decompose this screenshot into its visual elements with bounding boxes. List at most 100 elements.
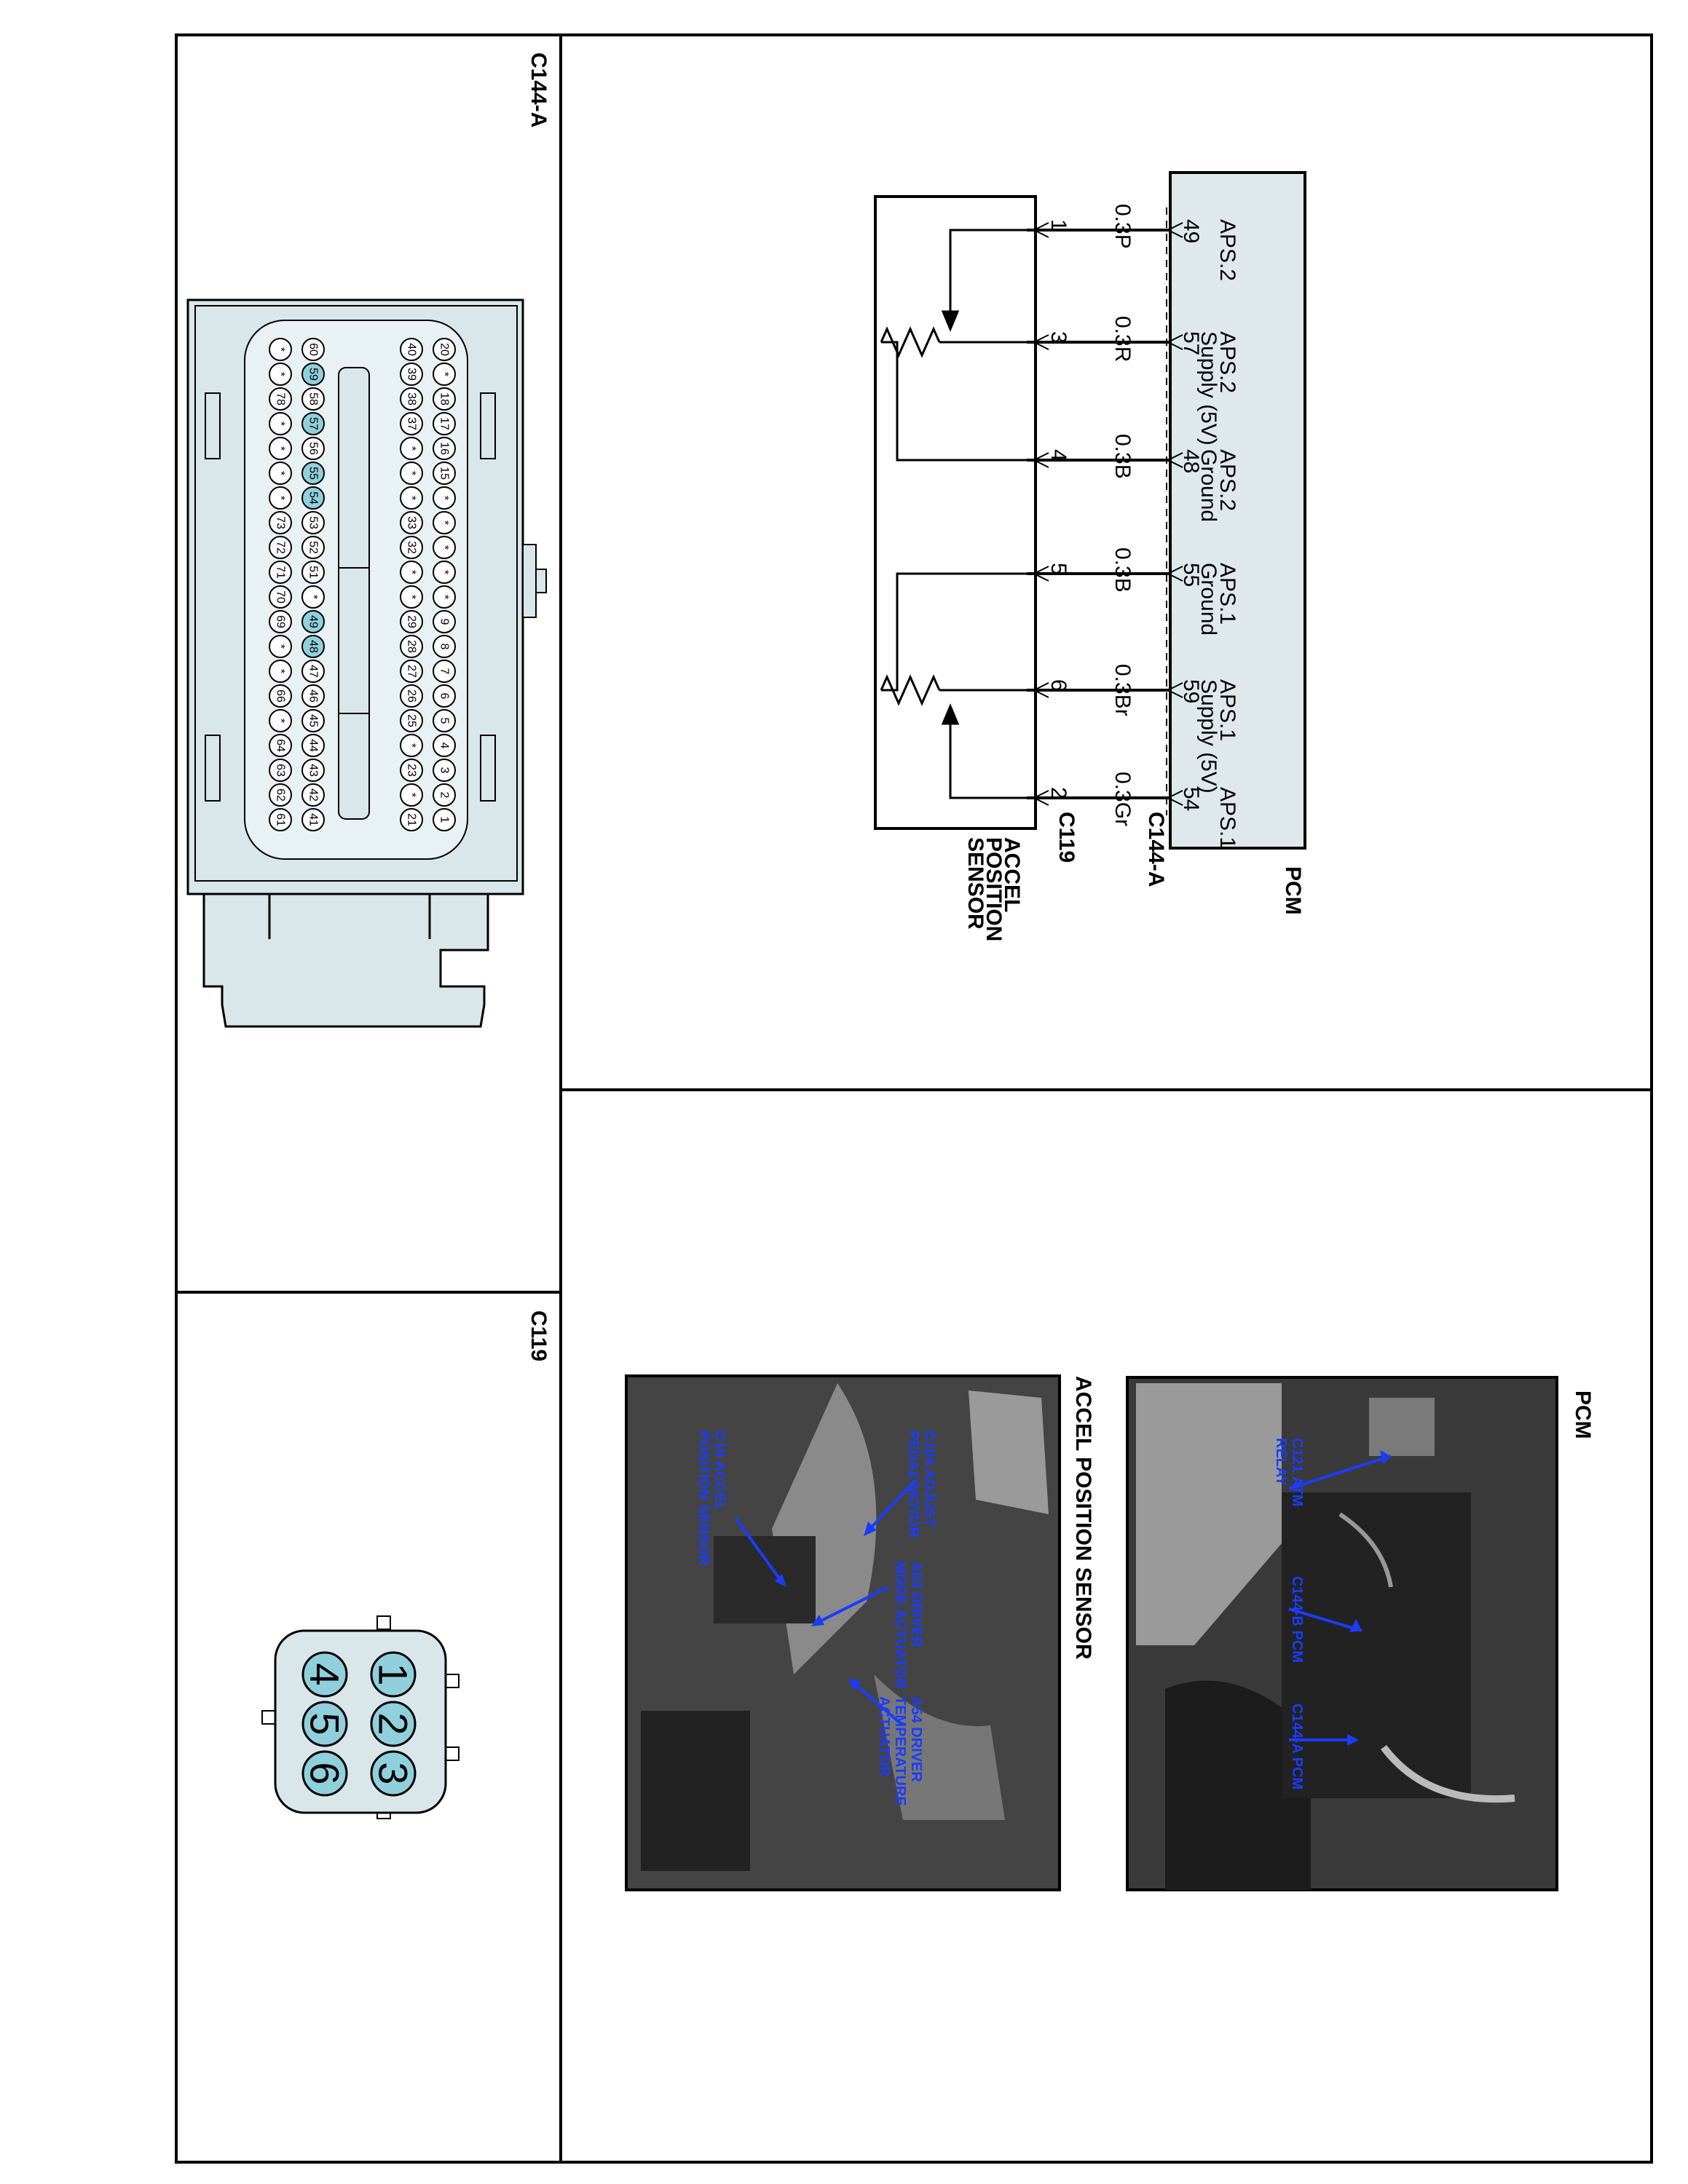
circuit-name: Supply (5V) (1196, 331, 1220, 446)
c144a-pin-cavity (269, 363, 292, 386)
c144a-pin-cavity (301, 462, 325, 485)
c144a-pin-label: 78 (275, 392, 287, 405)
sensor-label-line-3: SENSOR (963, 837, 987, 930)
c144a-pin-cavity (269, 338, 292, 361)
c144a-pin-label: 9 (438, 619, 451, 625)
c144a-pin-cavity (433, 684, 456, 708)
sensor-terminal-icon (1032, 334, 1049, 350)
c144a-pin-cavity (400, 462, 423, 485)
c144a-pin-label: * (275, 347, 287, 352)
c144a-pin-cavity (400, 585, 423, 609)
c144a-pin-cavity (269, 387, 292, 411)
pcm-terminal-icon (1166, 222, 1183, 238)
c144a-pin-label: 73 (275, 516, 287, 529)
c144a-pin-cavity (400, 709, 423, 732)
c144a-pin-cavity (400, 486, 423, 510)
c144a-pin-label: 71 (275, 566, 287, 579)
c119-pin-cavity (370, 1750, 417, 1797)
c144a-pin-cavity (301, 536, 325, 559)
c144a-pin-label: * (406, 570, 418, 574)
c144a-pin-label: 38 (406, 392, 418, 405)
c144a-pin-label: * (438, 570, 451, 574)
c144a-pin-cavity (301, 363, 325, 386)
c144a-pin-label: 43 (307, 764, 320, 777)
c144a-pin-label: 45 (307, 714, 320, 727)
wire-spec: 0.3R (1111, 316, 1135, 362)
pcm-module (1169, 171, 1306, 850)
c144a-pin-cavity (301, 585, 325, 609)
c144a-pin-label: 7 (438, 668, 451, 675)
c144a-pin-cavity (269, 734, 292, 757)
c119-pin-label: 4 (302, 1663, 348, 1685)
c144a-pin-cavity (433, 660, 456, 683)
c144a-pin-label: * (275, 446, 287, 451)
pcm-terminal-icon (1166, 566, 1183, 582)
c144a-pin-label: 6 (438, 693, 451, 700)
c144a-pin-label: 3 (438, 767, 451, 774)
c144a-pin-cavity (433, 734, 456, 757)
photo-callout-label: A54 DRIVER (908, 1696, 924, 1782)
c144a-pin-label: * (275, 471, 287, 475)
c144a-pin-cavity (433, 561, 456, 584)
c144a-pin-label: 21 (406, 813, 418, 826)
sensor-pin-number: 2 (1046, 787, 1070, 799)
wire-spec: 0.3Gr (1111, 772, 1135, 826)
c144a-pin-label: 59 (307, 368, 320, 381)
sensor-terminal-icon (1032, 682, 1049, 698)
circuit-name: APS.1 (1215, 563, 1239, 625)
c144a-pin-label: 62 (275, 788, 287, 802)
c144a-pin-label: 69 (275, 615, 287, 628)
c144a-pin-label: 47 (307, 665, 320, 678)
c144a-pin-cavity (301, 338, 325, 361)
c144a-pin-label: 41 (307, 813, 320, 826)
c144a-pin-cavity (269, 412, 292, 435)
c144a-pin-label: 57 (307, 417, 320, 430)
sensor-label-line-1: ACCEL (1000, 837, 1024, 912)
pcm-label: PCM (1281, 866, 1305, 915)
c144a-pin-label: 49 (307, 615, 320, 628)
c144a-pin-label: 39 (406, 368, 418, 381)
c144a-pin-cavity (400, 511, 423, 534)
photo-callout-label: RELAY (1273, 1438, 1289, 1487)
c144a-pin-cavity (433, 486, 456, 510)
c144a-pin-cavity (301, 684, 325, 708)
c144a-pin-cavity (301, 511, 325, 534)
c144a-pin-cavity (400, 536, 423, 559)
sensor-pin-number: 5 (1046, 563, 1070, 575)
c144a-pin-label: 20 (438, 343, 451, 356)
wire-spec: 0.3Br (1111, 664, 1135, 716)
c144a-pin-cavity (433, 635, 456, 658)
c144a-pin-label: 48 (307, 640, 320, 653)
c144a-pin-cavity (400, 734, 423, 757)
c119-pin-label: 5 (302, 1712, 348, 1735)
c144a-pin-cavity (301, 734, 325, 757)
c144a-pin-label: 16 (438, 442, 451, 455)
circuit-name: APS.2 (1215, 219, 1239, 281)
c144a-pin-cavity (301, 808, 325, 831)
c144a-pin-label: * (406, 471, 418, 475)
c144a-pin-cavity (400, 808, 423, 831)
c144a-pin-cavity (400, 660, 423, 683)
circuit-name: Supply (5V) (1196, 679, 1220, 794)
sensor-pin-number: 4 (1046, 449, 1070, 462)
c144a-pin-label: 25 (406, 714, 418, 727)
photo-callout-label: MODE ACTUATOR (892, 1562, 908, 1690)
c144a-pin-cavity (400, 635, 423, 658)
photo-callout-label: C121 ATM (1289, 1438, 1305, 1506)
c144a-connector: 20*18171615*****98765432140393837***3332… (186, 298, 547, 1028)
c144a-pin-cavity (269, 783, 292, 807)
photo-callout-label: A53 DRIVER (908, 1562, 924, 1647)
c119-pin-label: 2 (371, 1712, 417, 1735)
sensor-terminal-icon (1032, 566, 1049, 582)
c144a-pin-label: * (275, 644, 287, 649)
c144a-pin-label: * (438, 496, 451, 500)
pcm-pin-number: 59 (1179, 679, 1203, 703)
c144a-pin-cavity (269, 511, 292, 534)
sensor-connector-id: C119 (1054, 812, 1078, 863)
sensor-label-line-2: POSITION (982, 837, 1006, 941)
c144a-pin-label: 53 (307, 516, 320, 529)
c144a-pin-cavity (269, 808, 292, 831)
c144a-pin-cavity (269, 585, 292, 609)
c144a-pin-cavity (269, 709, 292, 732)
